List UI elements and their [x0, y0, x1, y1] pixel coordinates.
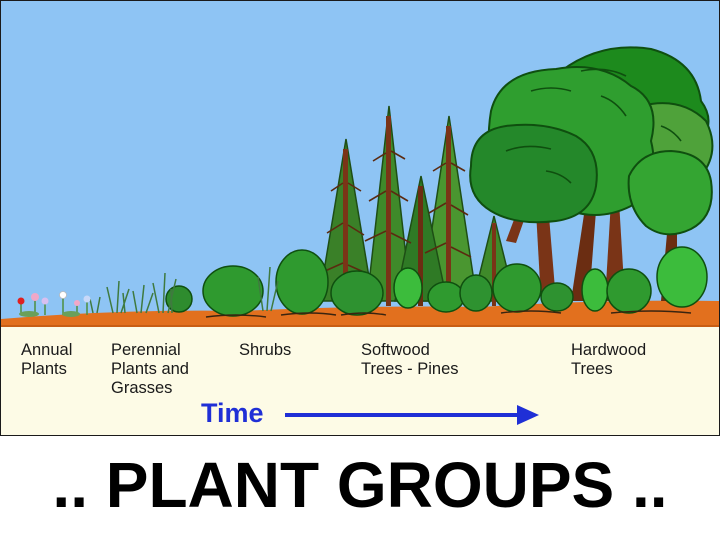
stage-label-hardwood-trees: Hardwood Trees	[571, 341, 647, 378]
succession-diagram: Annual Plants Perennial Plants and Grass…	[0, 0, 720, 436]
softwood-pines	[318, 105, 516, 306]
perennial-grasses	[89, 266, 279, 314]
page-title: .. PLANT GROUPS ..	[52, 449, 668, 521]
shrubs	[165, 246, 708, 317]
time-label: Time	[201, 398, 264, 428]
stage-label-annual-plants: Annual Plants	[21, 341, 73, 378]
stage-label-shrubs: Shrubs	[239, 341, 292, 359]
succession-illustration	[1, 1, 719, 435]
stage-label-softwood-trees: Softwood Trees - Pines	[361, 341, 459, 378]
stage-label-perennial-plants: Perennial Plants and Grasses	[111, 341, 189, 397]
time-arrow	[285, 405, 539, 425]
hardwood-trees	[469, 46, 714, 301]
annual-plants	[17, 291, 91, 317]
